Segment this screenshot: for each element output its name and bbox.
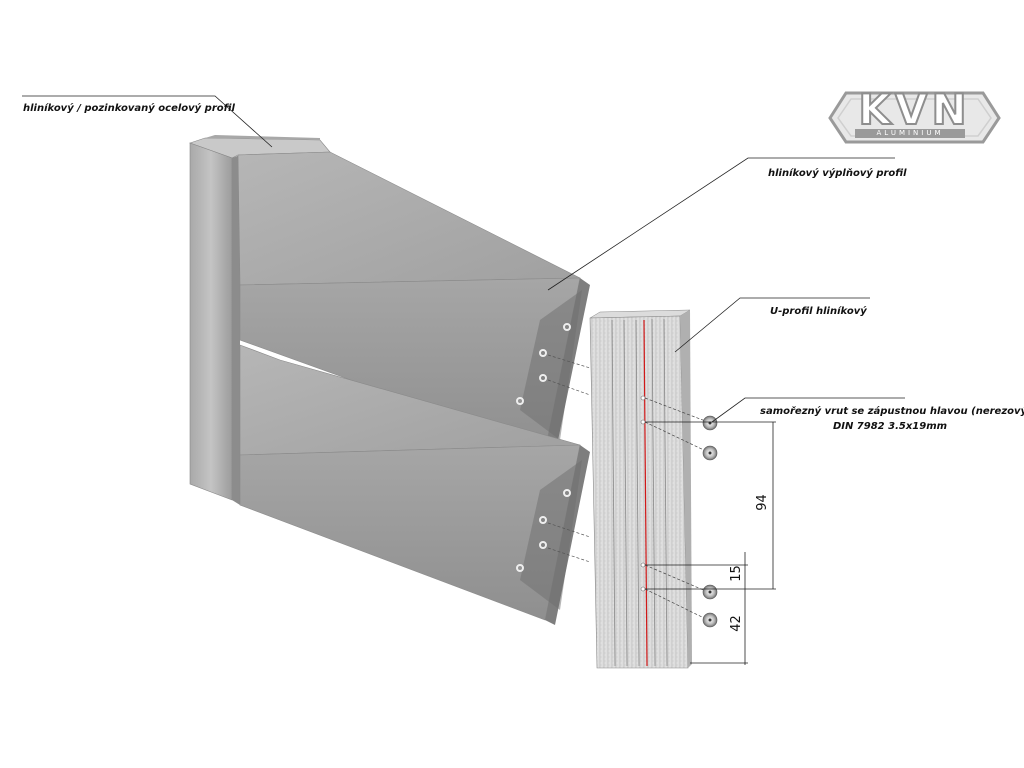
logo-subtext: ALUMINIUM bbox=[876, 129, 944, 137]
connection-guides bbox=[547, 354, 591, 563]
screw-guides bbox=[644, 397, 709, 621]
infill-profile-upper bbox=[237, 151, 590, 455]
leader-lines bbox=[22, 95, 905, 423]
screws bbox=[702, 415, 718, 628]
label-screw-line2: DIN 7982 3.5x19mm bbox=[832, 421, 948, 432]
label-infill-profile: hliníkový výplňový profil bbox=[768, 168, 907, 179]
dimension-94: 94 bbox=[754, 494, 770, 511]
dimension-lines bbox=[645, 421, 776, 665]
u-profile bbox=[589, 309, 692, 669]
label-post-profile: hliníkový / pozinkovaný ocelový profil bbox=[23, 103, 235, 114]
kvn-logo bbox=[828, 91, 1001, 144]
post-profile bbox=[189, 135, 331, 505]
label-u-profile: U-profil hliníkový bbox=[770, 306, 867, 317]
profile-clip-marks bbox=[516, 323, 571, 572]
logo-text: KVN bbox=[857, 85, 971, 134]
dimension-15: 15 bbox=[728, 565, 744, 582]
infill-profile-lower bbox=[239, 344, 590, 625]
dimension-42: 42 bbox=[728, 615, 744, 632]
label-screw-line1: samořezný vrut se zápustnou hlavou (nere… bbox=[760, 406, 1024, 417]
